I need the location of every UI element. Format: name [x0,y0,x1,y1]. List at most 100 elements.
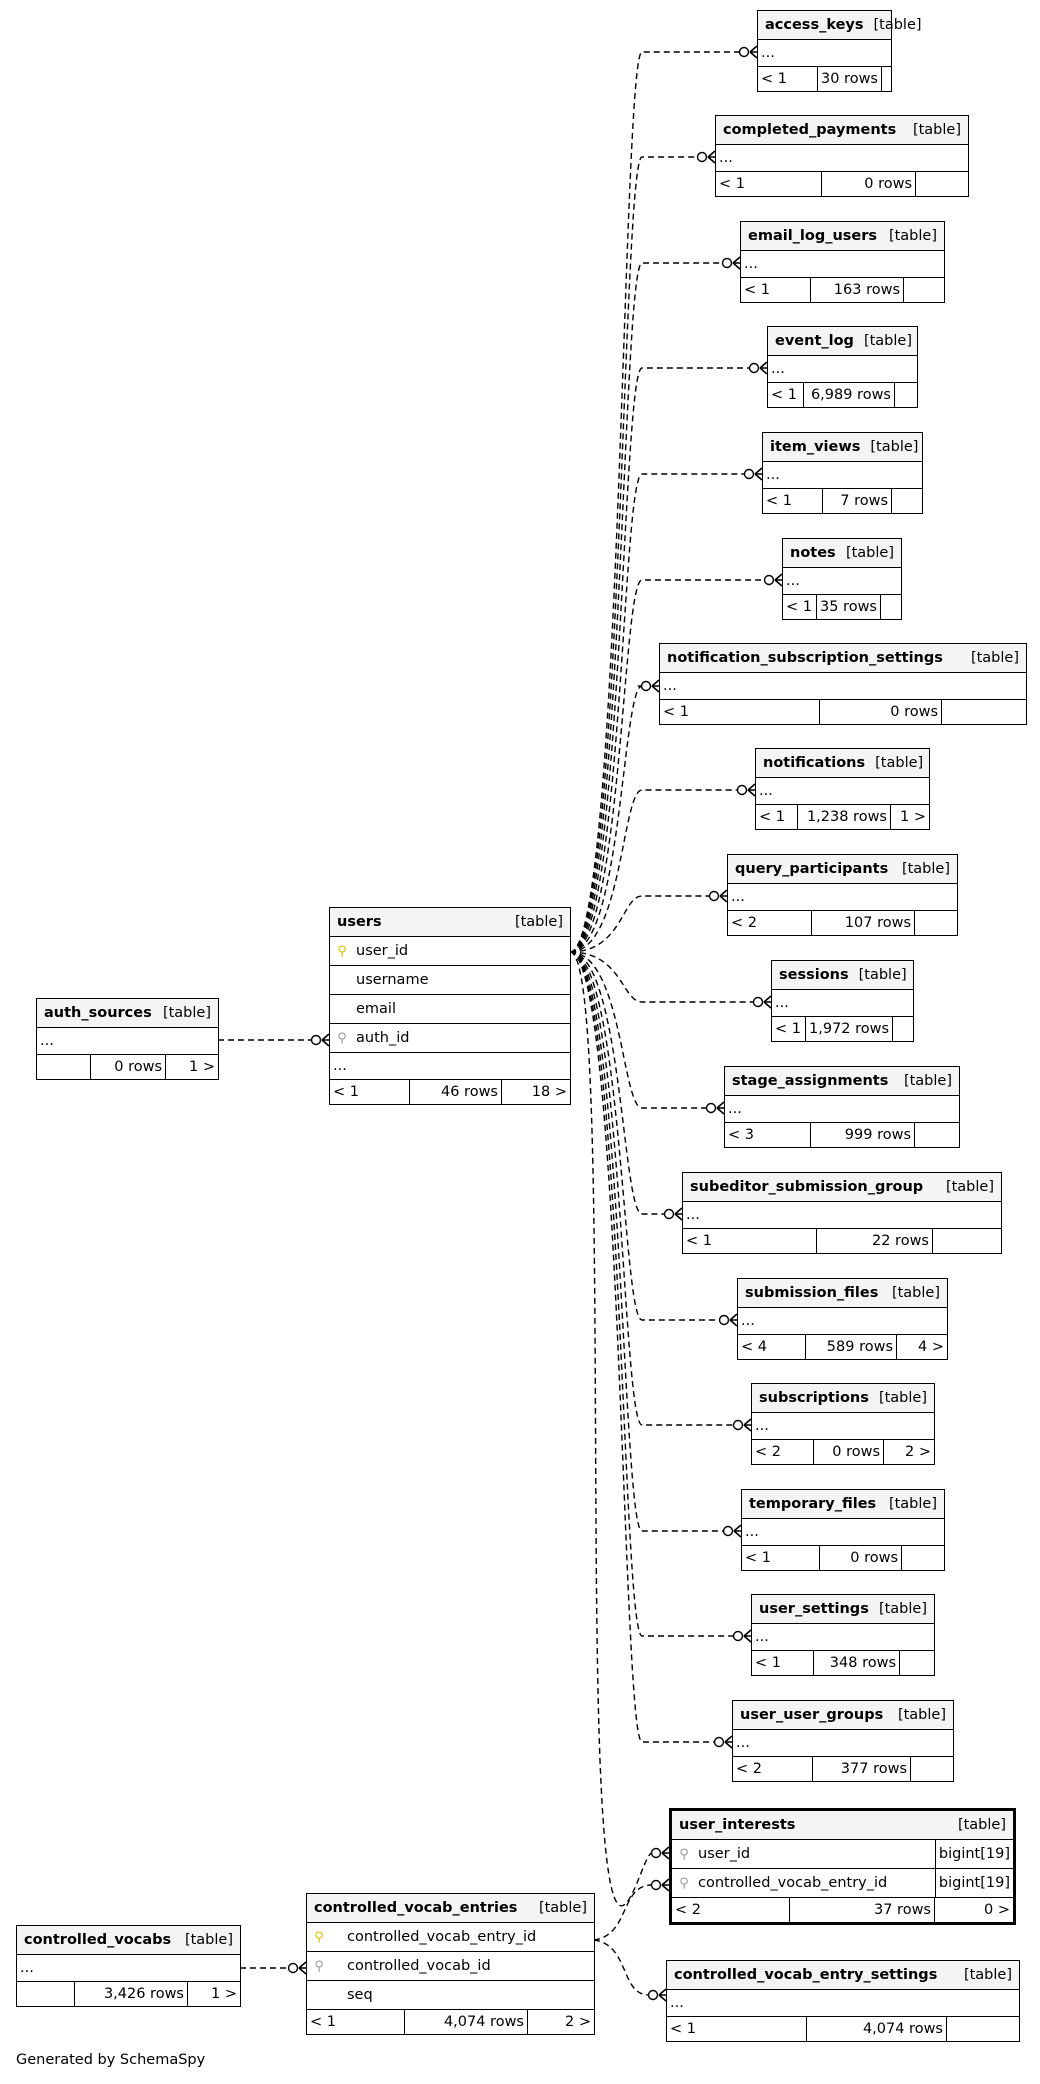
column-row[interactable]: ⚲user_id [330,937,570,966]
table-users[interactable]: users[table] ⚲user_id ⚲username ⚲email ⚲… [329,907,571,1105]
children-count[interactable] [893,1017,913,1041]
parents-count[interactable]: < 1 [763,489,823,513]
columns-ellipsis: ... [728,884,957,911]
parents-count[interactable]: < 1 [330,1080,410,1104]
children-count[interactable] [902,1546,944,1570]
columns-ellipsis: ... [725,1096,959,1123]
columns-ellipsis: ... [742,1519,944,1546]
children-count[interactable]: 0 > [984,1902,1010,1918]
children-count[interactable] [881,595,901,619]
column-row[interactable]: ⚲controlled_vocab_id [307,1952,594,1981]
children-count[interactable] [900,1651,934,1675]
children-count[interactable]: 18 > [531,1084,567,1100]
table-name: controlled_vocab_entry_settings [674,1967,938,1983]
parents-count[interactable]: < 1 [742,1546,820,1570]
children-count[interactable]: 1 > [900,809,926,825]
table-kind: [table] [878,1601,927,1617]
children-count[interactable]: 2 > [905,1444,931,1460]
table-controlled-vocab-entry-settings[interactable]: controlled_vocab_entry_settings [table] .… [666,1960,1020,2042]
children-count[interactable] [915,911,957,935]
row-count: 30 rows [818,67,882,91]
parents-count[interactable]: < 1 [783,595,817,619]
parents-count[interactable]: < 1 [307,2010,405,2034]
column-row[interactable]: ⚲email [330,995,570,1024]
children-count[interactable] [895,383,917,407]
children-count[interactable]: 4 > [918,1339,944,1355]
relationship-line [569,51,739,953]
parents-count[interactable]: < 4 [738,1335,806,1359]
children-count[interactable] [892,489,922,513]
parents-count[interactable]: < 1 [772,1017,806,1041]
parents-count[interactable]: < 1 [683,1229,817,1253]
row-count: 107 rows [812,911,915,935]
children-count[interactable]: 1 > [189,1059,215,1075]
table-name: controlled_vocabs [24,1932,172,1948]
table-notification-subscription-settings[interactable]: notification_subscription_settings[table… [659,643,1027,725]
children-count[interactable]: 2 > [565,2014,591,2030]
children-count[interactable] [916,172,968,196]
children-count[interactable] [942,700,1026,724]
table-kind: [table] [963,1967,1012,1983]
parents-count[interactable]: < 1 [752,1651,814,1675]
columns-ellipsis: ... [768,356,917,383]
many-optional-marker [743,467,763,481]
column-row[interactable]: ⚲seq [307,1981,594,2010]
columns-ellipsis: ... [667,1990,1019,2017]
children-count[interactable] [882,67,912,91]
parents-count[interactable]: < 1 [768,383,804,407]
parents-count[interactable]: < 1 [758,67,818,91]
table-kind: [table] [912,122,961,138]
table-name: controlled_vocab_entries [314,1900,518,1916]
column-row[interactable]: ⚲username [330,966,570,995]
parents-count[interactable]: < 2 [733,1757,813,1781]
parents-count[interactable]: < 2 [672,1898,790,1922]
parents-count[interactable]: < 3 [725,1123,811,1147]
children-count[interactable] [904,278,944,302]
parents-count[interactable]: < 1 [756,805,798,829]
parents-count[interactable]: < 1 [741,278,811,302]
children-count[interactable] [933,1229,1001,1253]
parents-count[interactable]: < 1 [660,700,820,724]
row-count: 163 rows [811,278,904,302]
columns-ellipsis: ... [756,778,929,805]
table-controlled-vocab-entries[interactable]: controlled_vocab_entries [table] ⚲control… [306,1893,595,2035]
table-kind: [table] [538,1900,587,1916]
many-optional-marker [713,1735,733,1749]
column-row[interactable]: ⚲controlled_vocab_entry_id [307,1923,594,1952]
children-count[interactable] [911,1757,953,1781]
primary-key-icon: ⚲ [337,943,347,959]
column-type: bigint[19] [934,1840,1013,1868]
table-subeditor-submission-group[interactable]: subeditor_submission_group[table] ... < … [682,1172,1002,1254]
table-name: submission_files [745,1285,879,1301]
column-row[interactable]: ⚲auth_id [330,1024,570,1053]
parents-count[interactable]: < 2 [752,1440,814,1464]
children-count[interactable] [947,2017,1019,2041]
parents-count[interactable] [17,1982,75,2006]
parents-count[interactable]: < 2 [728,911,812,935]
parents-count[interactable]: < 1 [716,172,822,196]
parents-count[interactable]: < 1 [667,2017,807,2041]
parents-count[interactable] [37,1055,91,1079]
children-count[interactable]: 1 > [211,1986,237,2002]
children-count[interactable] [915,1123,959,1147]
